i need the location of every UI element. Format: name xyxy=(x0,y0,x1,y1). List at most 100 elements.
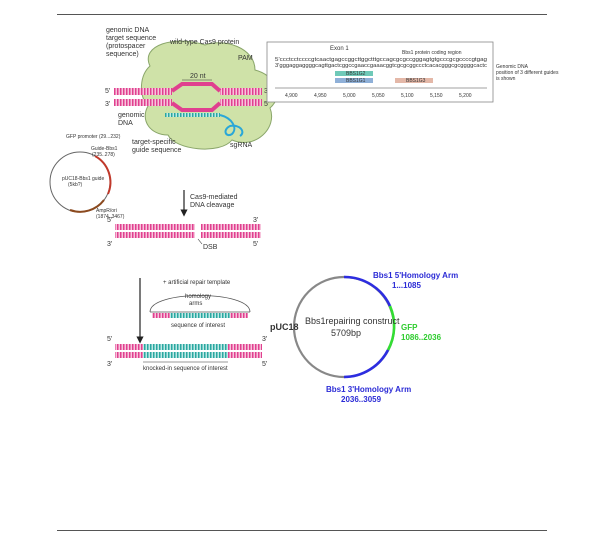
genomic-box xyxy=(266,41,494,103)
genomic-dna-line2: DNA xyxy=(118,120,133,127)
target-seq-line1: genomic DNA xyxy=(106,27,150,34)
arm5-arc xyxy=(343,275,392,307)
tick-label: 5,150 xyxy=(430,93,443,99)
gfp-range: 1086..2036 xyxy=(401,333,442,342)
pam-label: PAM xyxy=(238,55,253,62)
genomic-note-line2: position of 3 different guides xyxy=(496,70,559,76)
cleavage-label-line1: Cas9-mediated xyxy=(190,194,238,201)
small-plasmid-marker1b: (235..278) xyxy=(92,152,115,158)
repair-panel: + artificial repair template homology ar… xyxy=(107,278,267,372)
three-prime-bottom: 3' xyxy=(105,101,110,108)
genomic-sequence-panel: Exon 1 Bbs1 protein coding region 5'ccct… xyxy=(266,41,559,103)
repair-three-bottom: 3' xyxy=(107,361,112,368)
five-prime-bottom: 5' xyxy=(264,101,269,108)
small-plasmid-title: GFP promoter (29...232) xyxy=(66,134,121,140)
arm5-label: Bbs1 5'Homology Arm xyxy=(373,271,458,280)
gfp-label: GFP xyxy=(401,323,418,332)
cleavage-panel: Cas9-mediated DNA cleavage 5' 3' 3' 5' D… xyxy=(107,190,261,251)
cleaved-dna-bottom-left xyxy=(115,232,195,238)
cas9-panel: genomic DNA target sequence (protospacer… xyxy=(105,27,278,154)
soi-label: sequence of interest xyxy=(171,323,225,329)
cleaved-dna-top-right xyxy=(201,224,261,230)
tick-label: 5,000 xyxy=(343,93,356,99)
homology-line1: homology xyxy=(185,294,211,300)
small-plasmid-arc-red xyxy=(94,155,112,195)
repair-five-top: 5' xyxy=(107,336,112,343)
cleavage-five-bottom: 5' xyxy=(253,241,258,248)
tick-label: 5,100 xyxy=(401,93,414,99)
template-label: + artificial repair template xyxy=(163,280,231,286)
guide-rna-bar xyxy=(165,113,220,117)
knocked-label: knocked-in sequence of interest xyxy=(143,366,228,372)
cas9-protein-label: wild-type Cas9 protein xyxy=(169,39,239,46)
dna-top-right xyxy=(220,88,262,95)
guide-label-line1: target-specific xyxy=(132,139,176,146)
dna-top-left xyxy=(114,88,172,95)
cleavage-five-top: 5' xyxy=(107,217,112,224)
arm3-range: 2036..3059 xyxy=(341,395,382,404)
dna-open-bottom xyxy=(170,101,222,112)
guide-bar-g3 xyxy=(395,78,433,83)
arm3-arc xyxy=(343,349,390,379)
tick-label: 5,050 xyxy=(372,93,385,99)
cleaved-dna-top-left xyxy=(115,224,195,230)
cas9-protein-blob xyxy=(141,40,278,150)
guide-g3-label: BBS1G3 xyxy=(406,78,426,84)
template-arm-left xyxy=(152,313,170,318)
cleavage-three-top: 3' xyxy=(253,217,258,224)
homology-line2: arms xyxy=(189,301,202,307)
construct-name: Bbs1repairing construct xyxy=(305,316,400,326)
knocked-dna-right-bottom xyxy=(228,352,262,358)
bottom-rule xyxy=(57,530,547,531)
sgrna-loop xyxy=(219,114,244,137)
genomic-note-line1: Genomic DNA xyxy=(496,64,529,70)
knocked-dna-left-top xyxy=(115,344,143,350)
construct-size: 5709bp xyxy=(331,328,361,338)
genomic-note-line3: is shown xyxy=(496,76,516,82)
cleavage-label-line2: DNA cleavage xyxy=(190,202,234,209)
five-prime-top: 5' xyxy=(105,88,110,95)
backbone-label: pUC18 xyxy=(270,322,299,332)
guide-label-line2: guide sequence xyxy=(132,147,182,154)
genomic-ticks: 4,900 4,950 5,000 5,050 5,100 5,150 5,20… xyxy=(285,93,472,99)
small-plasmid-center1: pUC18-Bbs1 guide xyxy=(62,176,104,182)
guide-g1-label: BBS1G1 xyxy=(346,78,366,84)
knocked-dna-left-bottom xyxy=(115,352,143,358)
dsb-label: DSB xyxy=(203,244,218,251)
small-plasmid-marker2b: (1874..3467) xyxy=(96,214,125,220)
tick-label: 4,950 xyxy=(314,93,327,99)
small-plasmid-center2: (5kb?) xyxy=(68,182,83,188)
top-rule xyxy=(57,14,547,15)
tick-label: 4,900 xyxy=(285,93,298,99)
dsb-pointer xyxy=(197,238,203,245)
cleaved-dna-bottom-right xyxy=(201,232,261,238)
dna-bottom-right xyxy=(220,99,262,106)
cleavage-three-bottom: 3' xyxy=(107,241,112,248)
nt-label: 20 nt xyxy=(190,73,206,80)
small-plasmid-arc-brown xyxy=(69,199,105,213)
small-plasmid-marker2a: AmpR/ori xyxy=(96,208,117,214)
target-seq-line4: sequence) xyxy=(106,51,139,58)
target-seq-line3: (protospacer xyxy=(106,43,146,50)
exon-label: Exon 1 xyxy=(330,46,349,52)
template-outline xyxy=(149,295,251,313)
sgrna-label: sgRNA xyxy=(230,142,253,149)
coding-label: Bbs1 protein coding region xyxy=(402,50,462,56)
small-plasmid-marker1a: Guide-Bbs1 xyxy=(91,146,118,152)
tick-label: 5,200 xyxy=(459,93,472,99)
arm3-label: Bbs1 3'Homology Arm xyxy=(326,385,411,394)
repair-three-top: 3' xyxy=(262,336,267,343)
small-plasmid-panel: GFP promoter (29...232) pUC18-Bbs1 guide… xyxy=(49,134,125,220)
construct-map: Bbs1repairing construct 5709bp pUC18 Bbs… xyxy=(270,271,458,404)
target-seq-line2: target sequence xyxy=(106,35,156,42)
knocked-insert-bottom xyxy=(143,352,228,358)
genomic-dna-line1: genomic xyxy=(118,112,145,119)
template-arm-right xyxy=(230,313,248,318)
gfp-arc xyxy=(386,305,396,351)
arm5-range: 1...1085 xyxy=(392,281,421,290)
guide-g2-label: BBS1G2 xyxy=(346,71,366,77)
sequence-line1: 5'ccctcctccccgtcaactgagccggcttggctttgcca… xyxy=(275,57,487,63)
guide-bar-g1 xyxy=(335,78,373,83)
knocked-insert-top xyxy=(143,344,228,350)
